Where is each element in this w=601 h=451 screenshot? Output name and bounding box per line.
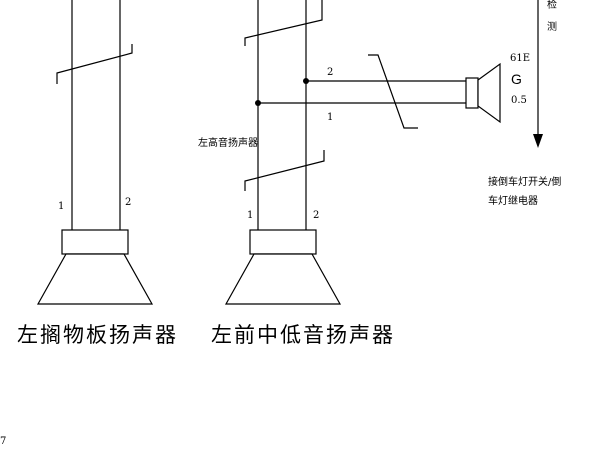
arrow-down-icon [533, 134, 543, 148]
tweeter-cone [477, 62, 501, 124]
front-midbass-speaker-cone [224, 253, 342, 305]
tweeter-magnet [465, 77, 479, 109]
connector-letter: G [511, 71, 522, 87]
connector-wire-size: 0.5 [511, 95, 527, 106]
left-shelf-speaker-magnet [61, 229, 129, 255]
front-midbass-speaker-magnet [249, 229, 317, 255]
connector-code: 61E [510, 53, 530, 64]
tweeter-pin-2: 2 [327, 67, 333, 78]
left-shelf-speaker-title: 左搁物板扬声器 [17, 323, 178, 347]
tweeter-label: 左高音扬声器 [198, 136, 258, 149]
front-midbass-shield-top [244, 0, 323, 46]
front-midbass-shield-bottom [244, 150, 325, 191]
page-number: 7 [0, 436, 6, 447]
reverse-light-note-line2: 车灯继电器 [488, 194, 538, 207]
front-midbass-pin-1: 1 [247, 210, 253, 221]
reverse-light-note-line1: 接倒车灯开关/倒 [488, 175, 561, 188]
tweeter-pin-1: 1 [327, 112, 333, 123]
left-shelf-speaker-cone [36, 253, 154, 305]
front-midbass-speaker-title: 左前中低音扬声器 [211, 323, 395, 347]
tweeter-shield-mark [368, 54, 418, 129]
top-right-label-1: 检 [547, 0, 557, 11]
left-shelf-shield-mark [56, 44, 133, 84]
left-shelf-pin-1: 1 [58, 201, 64, 212]
front-midbass-pin-2: 2 [313, 210, 319, 221]
top-right-label-2: 测 [547, 20, 557, 33]
left-shelf-pin-2: 2 [125, 197, 131, 208]
